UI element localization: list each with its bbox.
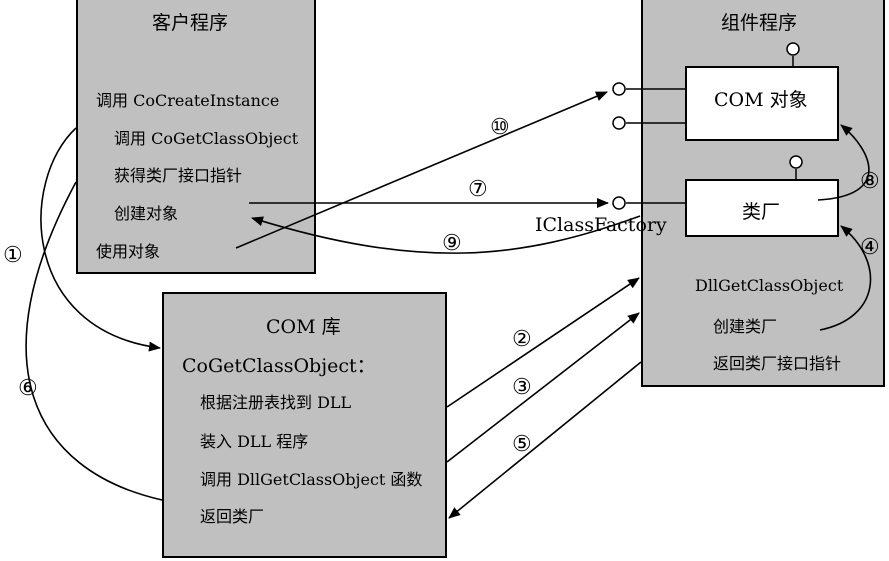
com-object-label: COM 对象: [714, 89, 808, 111]
step-label-8: ⑧: [860, 169, 880, 194]
component-line-return-factory-pointer: 返回类厂接口指针: [713, 354, 842, 373]
step-label-4: ④: [860, 235, 880, 260]
library-line-find-dll: 根据注册表找到 DLL: [200, 393, 352, 412]
library-line-return-factory: 返回类厂: [200, 507, 265, 526]
class-factory-interfaces: [612, 155, 803, 210]
arrow-step-4: [819, 225, 872, 331]
arrow-step-5: [448, 361, 642, 519]
com-library-subtitle: CoGetClassObject：: [182, 355, 376, 377]
client-line-cocreateinstance: 调用 CoCreateInstance: [96, 91, 280, 110]
class-factory-label: 类厂: [742, 201, 781, 223]
client-line-create-object: 创建对象: [114, 204, 179, 223]
arrow-step-3: [446, 312, 640, 463]
client-line-cogetclassobject: 调用 CoGetClassObject: [114, 129, 299, 148]
client-line-get-factory-pointer: 获得类厂接口指针: [114, 166, 243, 185]
step-label-9: ⑨: [442, 231, 462, 256]
step-label-1: ①: [3, 243, 23, 268]
arrow-step-1: [40, 127, 161, 352]
class-factory-box: 类厂: [685, 179, 839, 237]
client-program-title: 客户程序: [152, 12, 229, 34]
com-library-box: COM 库 CoGetClassObject： 根据注册表找到 DLL 装入 D…: [162, 292, 447, 558]
step-label-2: ②: [512, 327, 532, 352]
component-line-dllgetclassobject: DllGetClassObject: [695, 276, 844, 295]
com-object-box: COM 对象: [685, 66, 839, 141]
step-label-7: ⑦: [468, 177, 488, 202]
com-library-title: COM 库: [266, 316, 341, 338]
library-line-load-dll: 装入 DLL 程序: [200, 432, 309, 451]
com-object-interfaces: [612, 42, 800, 130]
library-line-call-dllgetclassobject: 调用 DllGetClassObject 函数: [200, 470, 423, 489]
step-label-10: ⑩: [490, 115, 510, 140]
component-line-create-factory: 创建类厂: [713, 317, 778, 336]
iclassfactory-label: IClassFactory: [535, 214, 667, 236]
client-program-box: 客户程序 调用 CoCreateInstance 调用 CoGetClassOb…: [76, 0, 316, 274]
step-label-5: ⑤: [512, 432, 532, 457]
arrow-step-10: [235, 91, 608, 249]
arrow-step-6: [25, 181, 163, 501]
arrow-step-8: [817, 124, 870, 201]
arrow-step-9: [251, 215, 641, 254]
step-label-3: ③: [512, 375, 532, 400]
step-label-6: ⑥: [18, 376, 38, 401]
arrow-step-2: [446, 277, 640, 408]
client-line-use-object: 使用对象: [96, 242, 161, 261]
component-program-title: 组件程序: [721, 12, 798, 34]
